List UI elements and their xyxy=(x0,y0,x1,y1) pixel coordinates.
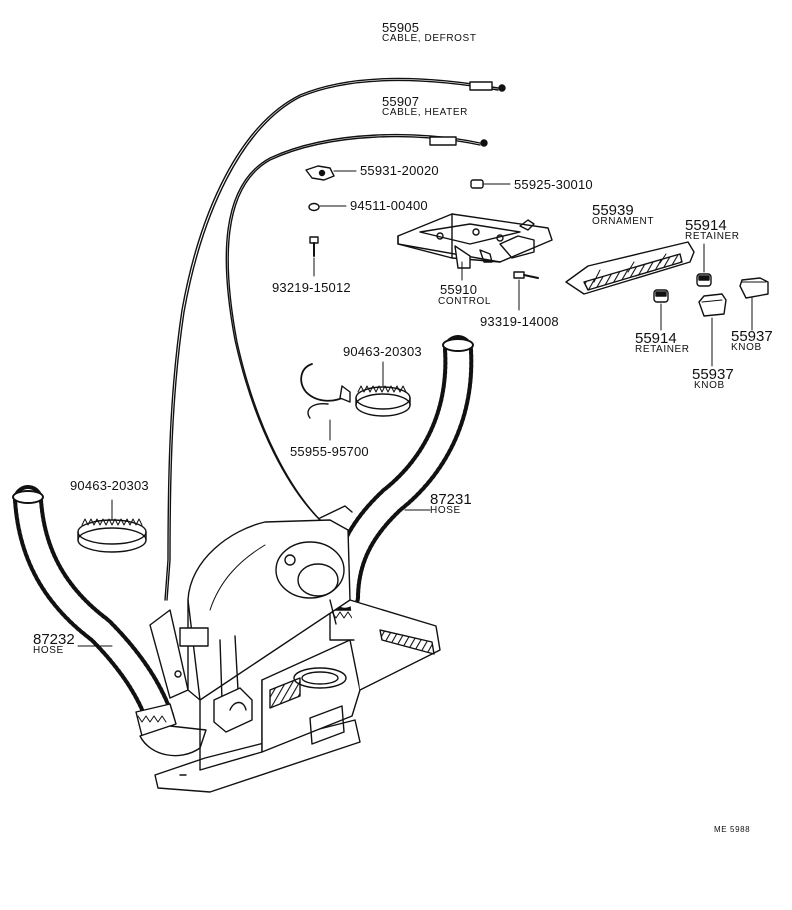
label-55914-right-number: 55914 xyxy=(685,217,727,234)
label-55937-right-number: 55937 xyxy=(731,328,773,345)
label-87231-desc: HOSE xyxy=(430,505,461,516)
label-55910-desc: CONTROL xyxy=(438,296,492,307)
label-87232-number: 87232 xyxy=(33,631,75,648)
nut-55925 xyxy=(470,179,511,189)
clip-94511 xyxy=(308,202,347,212)
screw-93319 xyxy=(513,271,539,311)
defrost-cable xyxy=(164,77,506,601)
clamp-55955 xyxy=(300,363,351,441)
label-55937-right-desc: KNOB xyxy=(731,342,762,353)
label-93319: 93319-14008 xyxy=(480,314,559,329)
label-55907-desc: CABLE, HEATER xyxy=(382,107,468,118)
label-55905-desc: CABLE, DEFROST xyxy=(382,33,477,44)
label-55939-number: 55939 xyxy=(592,202,634,219)
label-87231-number: 87231 xyxy=(430,491,472,508)
label-55931: 55931-20020 xyxy=(360,163,439,178)
label-55914-right-desc: RETAINER xyxy=(685,231,740,242)
label-55914-left-desc: RETAINER xyxy=(635,344,690,355)
ornament-55939 xyxy=(565,241,695,295)
screw-93219 xyxy=(309,236,319,277)
cable-clip-55931 xyxy=(305,165,357,181)
hose-87232 xyxy=(12,485,207,757)
band-90463-top xyxy=(355,361,411,417)
label-90463-top: 90463-20303 xyxy=(343,344,422,359)
label-55937-left-number: 55937 xyxy=(692,366,734,383)
label-93219: 93219-15012 xyxy=(272,280,351,295)
retainer-55914-left xyxy=(653,289,669,331)
knob-55937-right xyxy=(739,277,769,331)
label-55955: 55955-95700 xyxy=(290,444,369,459)
label-55910-number: 55910 xyxy=(440,282,478,297)
heater-unit xyxy=(149,519,441,793)
label-55939-desc: ORNAMENT xyxy=(592,216,655,227)
label-55937-left-desc: KNOB xyxy=(694,380,725,391)
label-55907-number: 55907 xyxy=(382,94,420,109)
knob-55937-left xyxy=(698,293,727,367)
label-94511: 94511-00400 xyxy=(350,198,428,213)
label-55925: 55925-30010 xyxy=(514,177,593,192)
retainer-55914-right xyxy=(696,243,712,287)
control-assembly xyxy=(397,213,553,281)
label-55905-number: 55905 xyxy=(382,20,420,35)
band-90463-left xyxy=(77,499,147,553)
label-87232-desc: HOSE xyxy=(33,645,64,656)
hose-87231 xyxy=(329,335,474,641)
label-90463-left: 90463-20303 xyxy=(70,478,149,493)
drawing-code: ME 5988 xyxy=(714,825,751,834)
heater-cable xyxy=(225,133,488,523)
label-55914-left-number: 55914 xyxy=(635,330,677,347)
